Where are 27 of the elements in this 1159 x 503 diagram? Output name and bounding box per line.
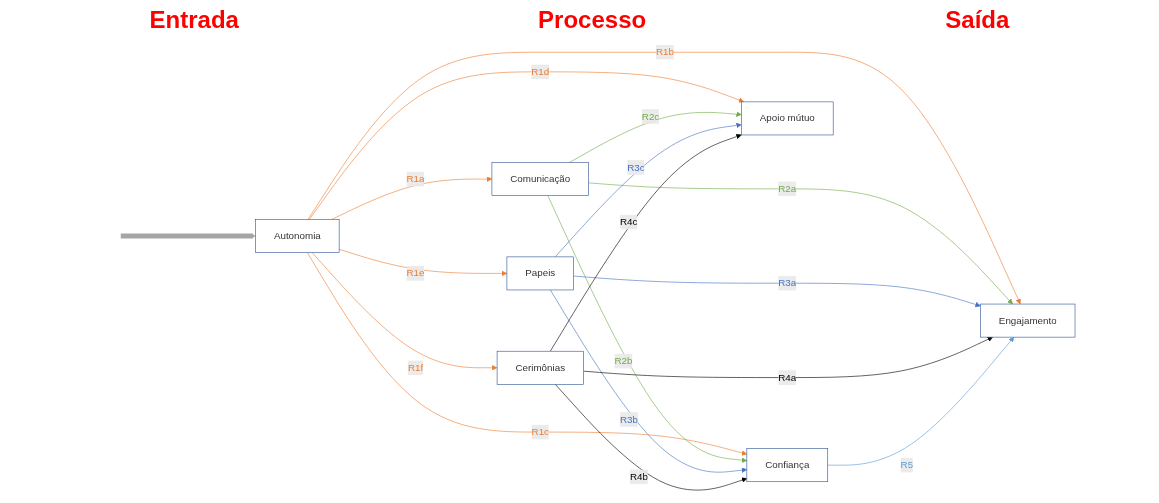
node-box: Apoio mútuo [741,101,834,136]
edge-label: R3c [627,161,645,173]
edge-label: R1f [407,362,424,373]
edge-label: R4c [619,216,638,227]
edge-label: R1e [406,267,425,279]
edge-label: R2b [614,355,633,366]
edge-label: R2a [778,183,797,194]
node-box: Papeis [506,256,574,291]
node-box: Cerimônias [496,350,584,385]
edge-label: R1a [406,173,425,184]
edge-label: R1b [656,46,674,58]
arrow [120,233,256,239]
column-heading: Processo [538,6,647,34]
edge-label: R3a [778,277,797,289]
edge-label: R2c [641,111,660,122]
node-box: Comunicação [491,162,589,196]
edge-label: R5 [900,459,914,471]
edge-label: R4a [778,372,797,383]
column-heading: Entrada [149,6,239,34]
edge-label: R1d [531,66,550,77]
edge-label: R4b [630,471,649,482]
node-box: Engajamento [980,303,1076,338]
edge-label: R3b [620,413,639,425]
edge-label: R1c [531,426,549,437]
column-heading: Saída [945,6,1010,34]
node-box: Confiança [746,448,829,483]
node-box: Autonomia [255,219,340,253]
